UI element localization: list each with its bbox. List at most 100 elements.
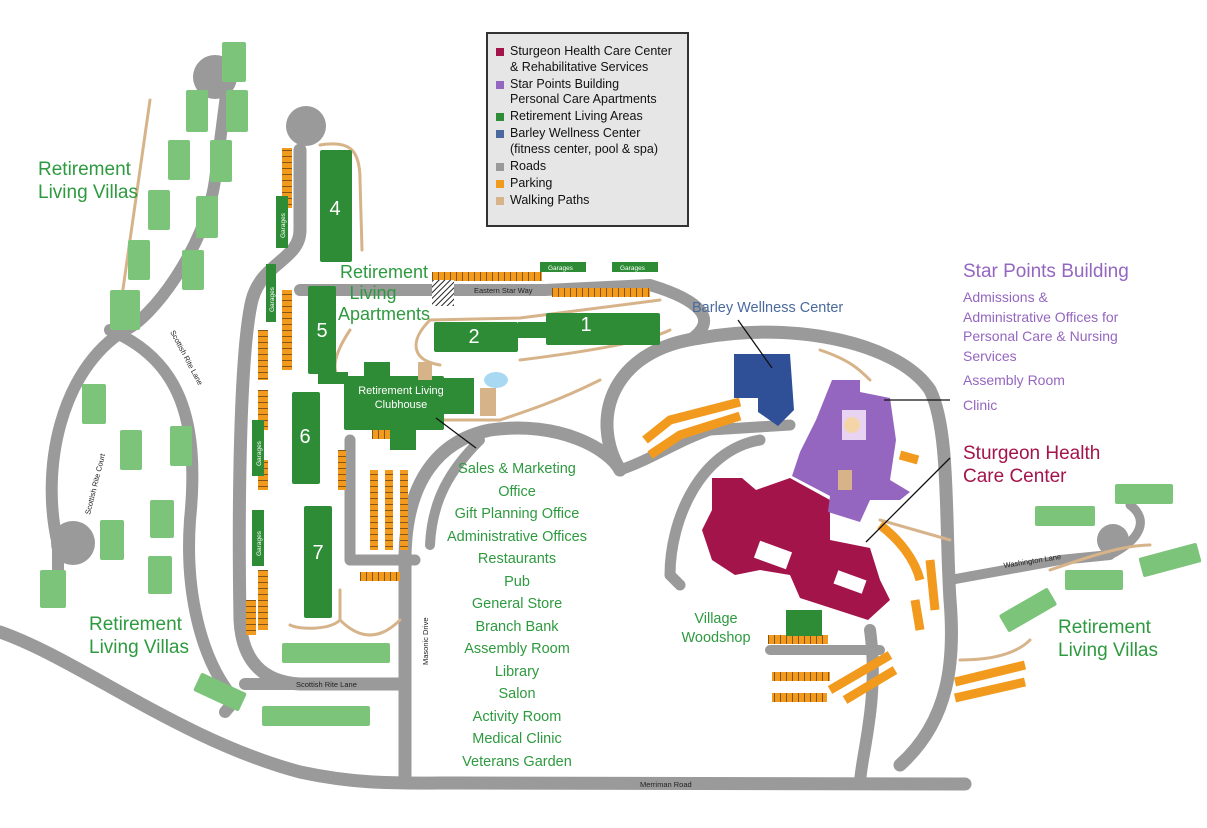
label-line: Admissions & <box>963 289 1048 305</box>
label-line: Living Villas <box>38 182 138 203</box>
label-line: Retirement <box>1058 617 1151 638</box>
legend-swatch <box>496 179 504 188</box>
legend-item: Parking <box>496 176 681 192</box>
legend-line: Barley Wellness Center <box>510 126 641 140</box>
label-line: Assembly Room <box>963 372 1065 388</box>
legend-swatch <box>496 48 504 56</box>
label-apartments: Retirement Living Apartments <box>338 262 430 325</box>
road-label-scottish-rite-s: Scottish Rite Lane <box>296 680 357 689</box>
service-item: Gift Planning Office <box>454 506 580 522</box>
legend-item: Roads <box>496 159 681 175</box>
roads <box>0 54 1145 791</box>
legend-item: Sturgeon Health Care Center& Rehabilitat… <box>496 44 681 75</box>
label-line: Living <box>349 283 397 303</box>
retirement-buildings <box>292 150 822 636</box>
legend-item: Retirement Living Areas <box>496 109 681 125</box>
legend-line: (fitness center, pool & spa) <box>510 141 658 156</box>
star-points-building <box>792 380 910 522</box>
label-star-items: Admissions & Administrative Offices for … <box>963 288 1118 415</box>
legend-line: Roads <box>510 158 547 173</box>
garage-label: Garages <box>548 265 574 272</box>
legend-line: Star Points Building <box>510 76 620 91</box>
service-item: General Store <box>471 596 563 612</box>
garage-label: Garages <box>256 530 263 556</box>
building-number-5: 5 <box>316 320 328 342</box>
garage-label: Garages <box>256 440 263 466</box>
label-line: Care Center <box>963 466 1067 487</box>
label-line: Living Villas <box>89 637 189 658</box>
legend-text: Sturgeon Health Care Center& Rehabilitat… <box>510 44 672 75</box>
map-legend: Sturgeon Health Care Center& Rehabilitat… <box>486 32 689 227</box>
label-line: Village <box>694 611 738 627</box>
service-item: Library <box>494 663 540 680</box>
service-item: Salon <box>498 686 536 702</box>
label-line: Woodshop <box>681 630 751 646</box>
building-number-4: 4 <box>329 198 341 220</box>
legend-line: Personal Care Apartments <box>510 92 657 106</box>
service-item: Branch Bank <box>475 618 559 635</box>
label-star-title: Star Points Building <box>963 261 1129 282</box>
label-line: Living Villas <box>1058 640 1158 661</box>
road-label-merriman: Merriman Road <box>640 780 692 789</box>
road-label-masonic: Masonic Drive <box>421 617 430 665</box>
road-label-eastern-star: Eastern Star Way <box>474 286 533 295</box>
service-item: Administrative Offices <box>447 528 587 545</box>
service-item: Restaurants <box>477 551 557 567</box>
service-item: Pub <box>504 573 530 590</box>
label-line: Retirement <box>89 614 182 635</box>
legend-swatch <box>496 113 504 121</box>
hatched-area <box>432 280 454 306</box>
legend-line: Sturgeon Health Care Center <box>510 44 672 58</box>
villas <box>40 42 1202 726</box>
label-line: Administrative Offices for <box>963 308 1119 325</box>
legend-swatch <box>496 130 504 138</box>
label-line: Clubhouse <box>374 399 428 411</box>
legend-line: & Rehabilitative Services <box>510 59 649 74</box>
label-villas-nw: Retirement Living Villas <box>38 158 138 204</box>
building-number-2: 2 <box>468 326 480 348</box>
label-villas-e: Retirement Living Villas <box>1058 616 1158 662</box>
building-number-6: 6 <box>299 426 311 448</box>
garages <box>252 196 658 566</box>
legend-text: Barley Wellness Center(fitness center, p… <box>510 126 658 157</box>
label-line: Clinic <box>963 396 998 413</box>
label-clubhouse: Retirement Living Clubhouse <box>350 384 452 412</box>
label-line: Personal Care & Nursing <box>963 328 1118 344</box>
garage-label: Garages <box>620 265 646 272</box>
label-line: Retirement <box>340 262 429 282</box>
leader-lines <box>435 319 951 543</box>
building-number-1: 1 <box>580 314 592 336</box>
garage-label: Garages <box>280 212 287 238</box>
legend-swatch <box>496 162 504 171</box>
service-item: Activity Room <box>472 708 562 725</box>
legend-line: Walking Paths <box>510 192 590 207</box>
label-woodshop: Village Woodshop <box>676 610 756 648</box>
label-line: Apartments <box>338 304 431 324</box>
parking <box>246 148 1027 704</box>
legend-line: Retirement Living Areas <box>510 109 643 123</box>
service-item: Veterans Garden <box>462 753 572 770</box>
label-line: Services <box>963 347 1017 364</box>
barley-wellness-building <box>734 354 794 426</box>
service-item: Office <box>498 483 536 500</box>
legend-swatch <box>496 196 504 205</box>
cul-de-sac <box>51 521 95 565</box>
legend-swatch <box>496 80 504 89</box>
cul-de-sac <box>286 106 326 146</box>
label-line: Sturgeon Health <box>963 443 1101 464</box>
service-item: Sales & Marketing <box>458 461 576 477</box>
legend-text: Roads <box>510 159 546 175</box>
pool <box>484 372 508 388</box>
road-label-scottish-rite-court: Scottish Rite Court <box>83 452 107 516</box>
label-line: Retirement Living <box>358 385 444 397</box>
legend-text: Parking <box>510 176 552 192</box>
label-sturgeon: Sturgeon Health Care Center <box>963 442 1100 488</box>
label-line: Retirement <box>38 159 131 180</box>
legend-item: Walking Paths <box>496 193 681 209</box>
service-item: Medical Clinic <box>472 731 562 747</box>
label-barley: Barley Wellness Center <box>692 300 844 316</box>
building-number-7: 7 <box>312 542 324 564</box>
